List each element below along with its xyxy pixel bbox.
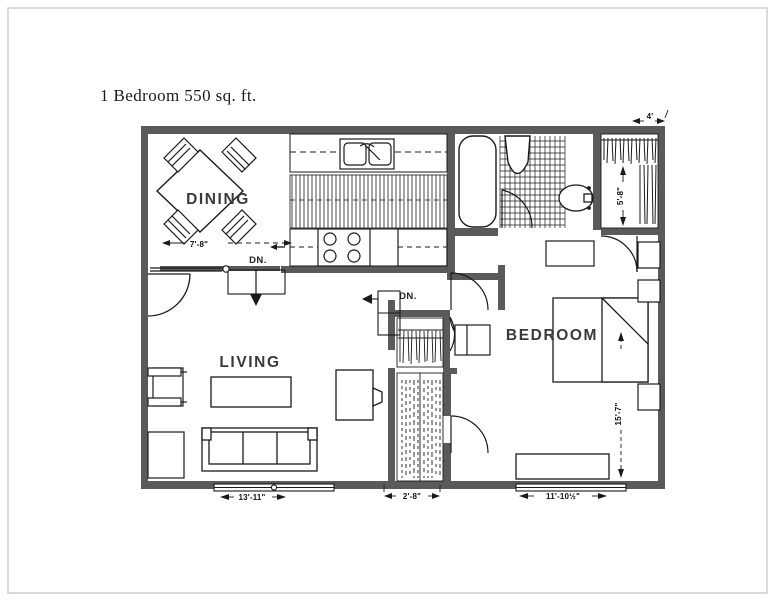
bedroom-headboard <box>637 279 661 303</box>
closet-hanging-rod <box>601 137 658 225</box>
kitchen <box>270 133 448 267</box>
hall-closet-lower <box>396 372 444 482</box>
stair-hall <box>362 290 401 336</box>
dimension-dining-width: 7'-8" <box>190 240 208 249</box>
bedroom-nightstand <box>637 383 661 411</box>
kitchen-upper-cabinets <box>289 133 448 173</box>
windows <box>213 483 627 492</box>
living-coffee-table <box>210 376 292 408</box>
kitchen-entry-arrow <box>270 244 285 250</box>
dimension-closet-width: 4' <box>647 112 654 121</box>
living-end-table <box>147 431 185 479</box>
hallway <box>362 272 491 482</box>
living-side-table <box>335 369 383 421</box>
dining-chair-bottom-left <box>163 209 199 245</box>
plan-labels: DINING LIVING BEDROOM DN. DN. 7'-8" 13'-… <box>186 112 653 502</box>
bedroom-dresser <box>515 453 610 480</box>
dimension-closet-depth: 5'-8" <box>616 187 625 205</box>
entry-door <box>147 273 191 317</box>
living-sofa <box>201 427 318 472</box>
dimension-bedroom-width: 11'-10½" <box>546 492 580 501</box>
kitchen-refrigerator <box>397 228 448 267</box>
page-title: 1 Bedroom 550 sq. ft. <box>100 86 257 105</box>
dining-rail <box>150 265 230 273</box>
stair-label-hall: DN. <box>399 291 417 302</box>
hall-door-lower <box>450 415 489 454</box>
toilet <box>504 135 531 175</box>
dining-room <box>155 137 257 245</box>
dining-chair-top-right <box>221 137 257 173</box>
bedroom-nightstand-upper <box>637 241 661 269</box>
hall-closet-upper-clothes <box>398 329 443 365</box>
plan-geometry <box>141 109 669 500</box>
bathroom-vanity-sink <box>558 184 594 212</box>
living-room <box>147 265 383 479</box>
bathroom-door <box>501 189 533 229</box>
kitchen-double-sink <box>339 138 395 170</box>
room-label-dining: DINING <box>186 191 250 208</box>
kitchen-range <box>317 228 371 267</box>
stair-dining <box>227 269 286 306</box>
page-border <box>7 7 768 594</box>
bathtub <box>458 135 497 228</box>
bedroom-closet-door <box>600 235 638 273</box>
hall-closet-upper <box>396 317 444 368</box>
bedroom <box>515 240 661 480</box>
dimension-hall-width: 2'-8" <box>403 492 421 501</box>
window-living <box>213 483 335 492</box>
living-armchair <box>147 367 187 407</box>
bedroom-closet <box>600 133 659 273</box>
window-bedroom <box>515 483 627 492</box>
dimension-bedroom-depth: 15'-7" <box>614 403 623 426</box>
bedroom-bed <box>552 297 649 383</box>
bathroom <box>458 135 594 229</box>
bedroom-low-cabinet <box>545 240 595 267</box>
dining-chair-top-left <box>163 137 199 173</box>
kitchen-counter <box>289 174 448 229</box>
dimension-living-width: 13'-11" <box>238 493 265 502</box>
hall-door-upper <box>450 272 489 311</box>
bathroom-tile-floor <box>499 136 566 228</box>
kitchen-base-cabinet-right <box>369 228 399 267</box>
stair-label-dining: DN. <box>249 255 267 266</box>
dining-chair-bottom-right <box>221 209 257 245</box>
hall-cabinet <box>454 324 491 356</box>
dimension-lines <box>162 109 669 500</box>
room-label-bedroom: BEDROOM <box>506 327 598 344</box>
hall-closet-lower-clothes <box>401 380 441 478</box>
exterior-walls <box>141 126 665 489</box>
room-label-living: LIVING <box>219 354 280 371</box>
